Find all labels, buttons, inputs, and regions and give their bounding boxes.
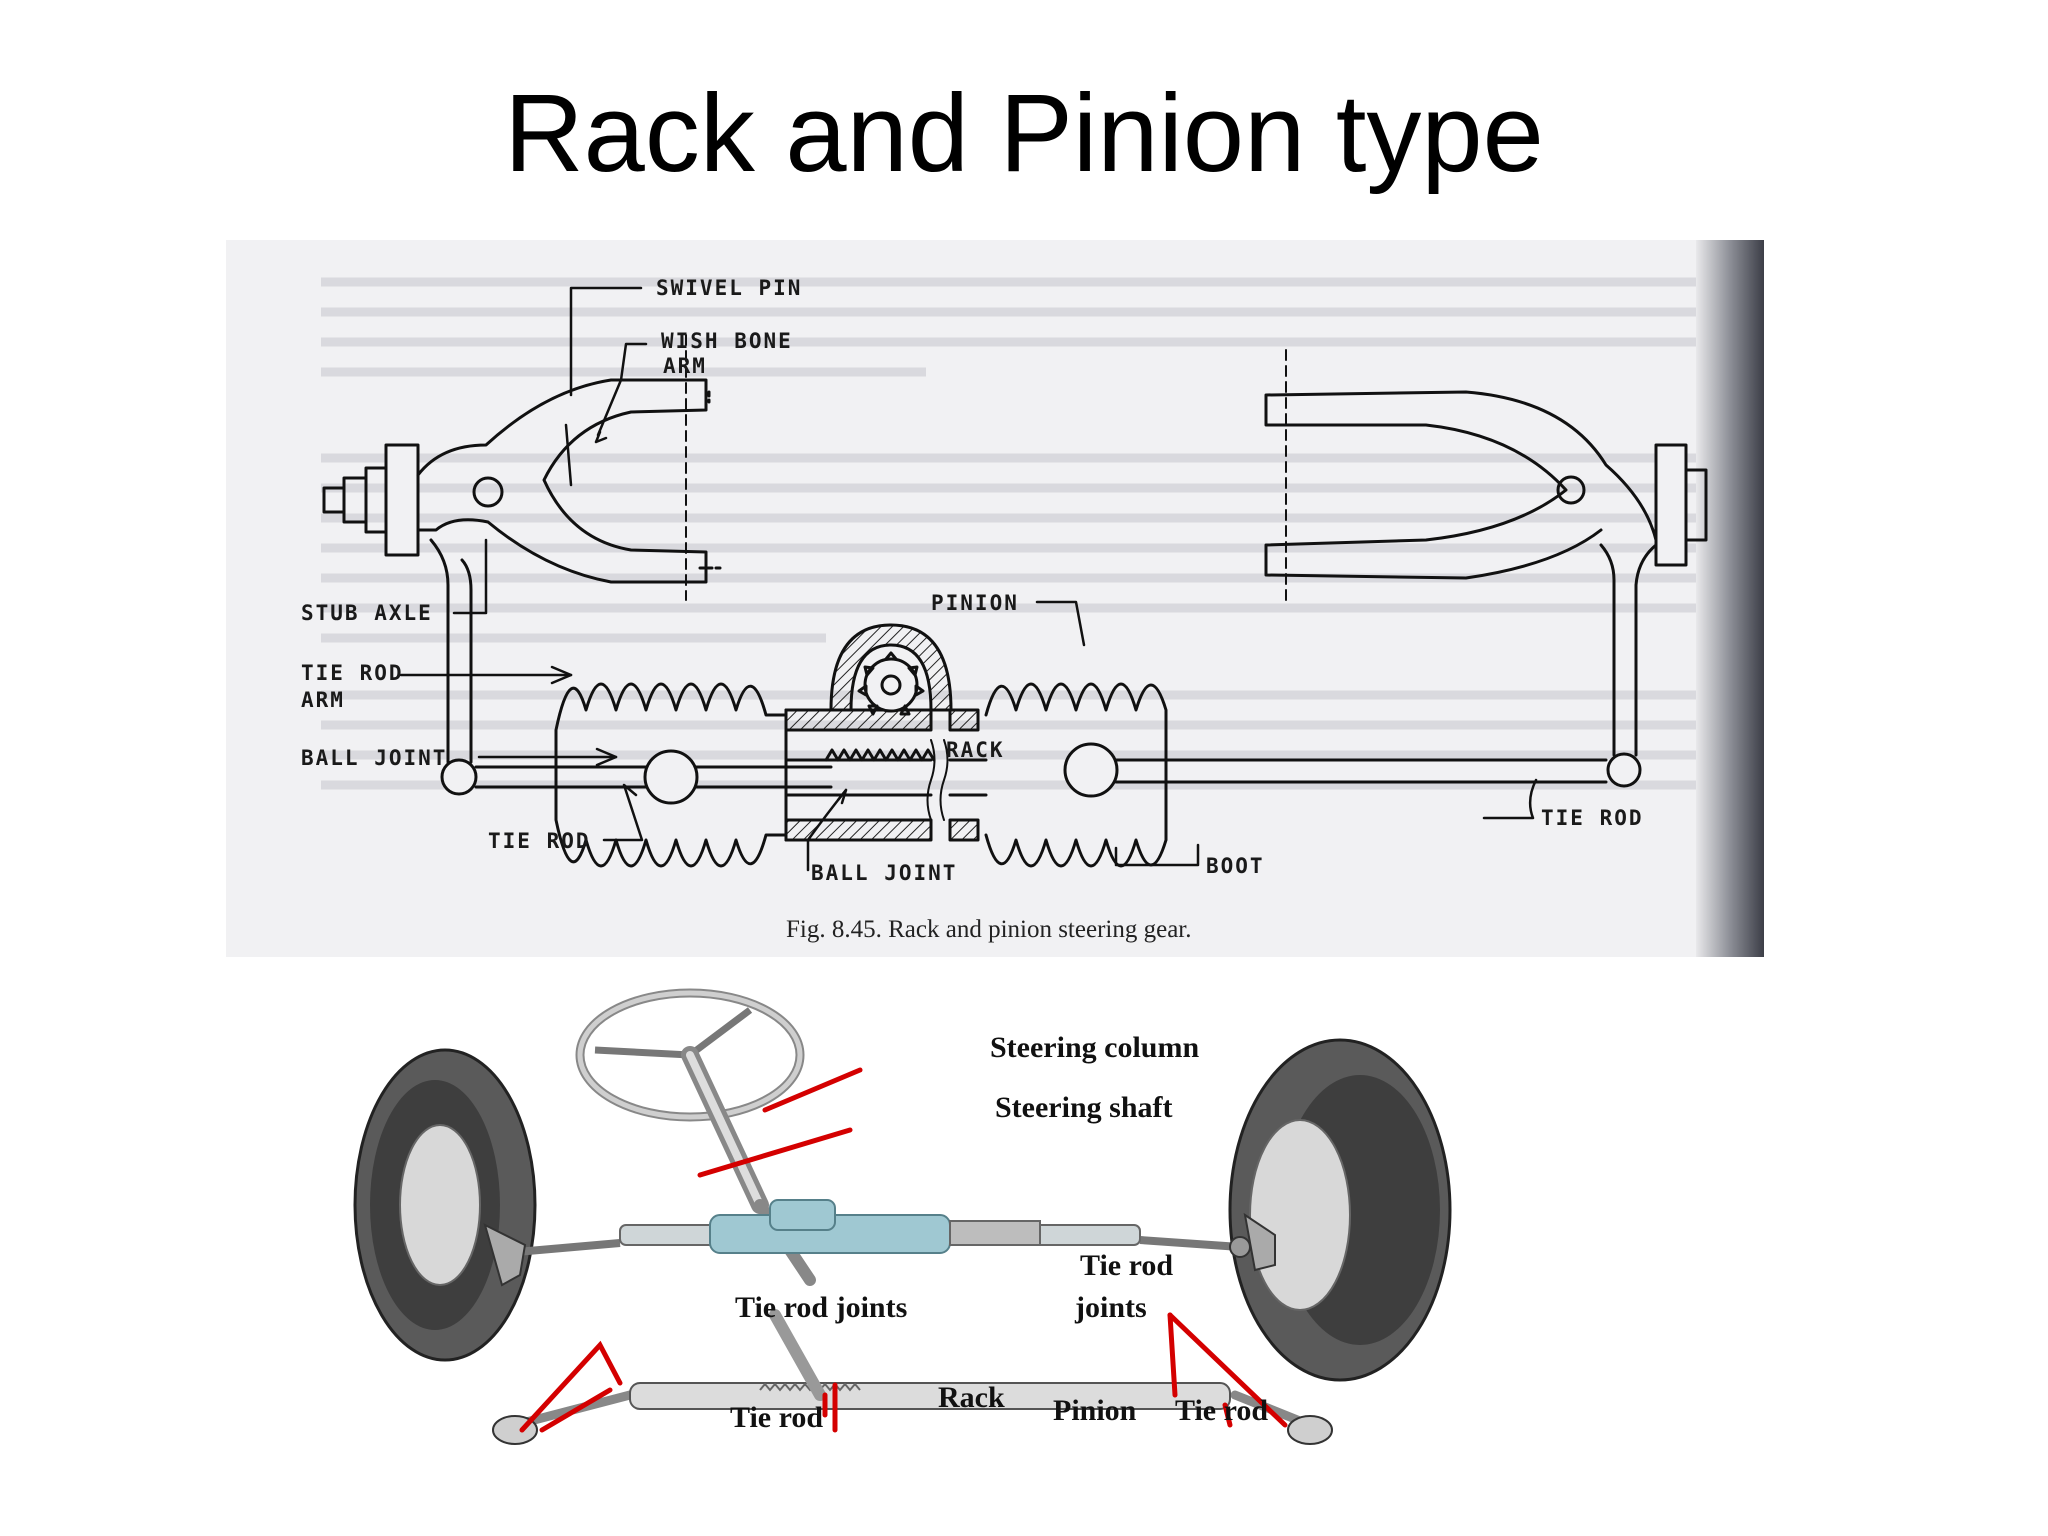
label-tie-rod-left: TIE ROD (488, 829, 591, 853)
right-tie-rod-arm (1599, 543, 1658, 757)
right-outer-ball-joint (1606, 752, 1642, 788)
label-wish-bone-arm-2: ARM (663, 354, 707, 378)
red-leader-lines (519, 1067, 1288, 1433)
label-tie-rod-right: Tie rod (1175, 1394, 1268, 1427)
left-tie-rod-arm (429, 538, 473, 764)
label-tie-rod-arm-1: TIE ROD (301, 661, 404, 685)
label-ball-joint-bottom: BALL JOINT (811, 861, 957, 885)
label-rack: Rack (938, 1381, 1005, 1414)
label-tie-rod-joints-right-2: joints (1074, 1291, 1147, 1324)
upper-rack-assembly (483, 1199, 1276, 1287)
label-ball-joint-left: BALL JOINT (301, 746, 447, 770)
left-stub-axle (322, 443, 420, 557)
label-tie-rod-joints-right-1: Tie rod (1080, 1249, 1173, 1282)
left-wheel (353, 1048, 537, 1362)
left-boot (554, 682, 788, 868)
label-pinion: PINION (931, 591, 1019, 615)
rack-pinion-diagram: SWIVEL PIN WISH BONE ARM STUB AXLE TIE R… (226, 240, 1764, 957)
label-boot: BOOT (1206, 854, 1265, 878)
left-wishbone-arm (416, 378, 708, 584)
label-tie-rod-arm-2: ARM (301, 688, 345, 712)
leader-lines (399, 286, 1538, 872)
label-stub-axle: STUB AXLE (301, 601, 433, 625)
paper-background (226, 240, 1764, 957)
right-boot (984, 682, 1168, 868)
left-swivel-pin (472, 476, 504, 508)
rack-pinion-book-figure: SWIVEL PIN WISH BONE ARM STUB AXLE TIE R… (226, 240, 1764, 957)
steering-assembly-illustration: Steering column Steering shaft Tie rod j… (290, 985, 1780, 1515)
label-tie-rod-right: TIE ROD (1541, 806, 1644, 830)
right-swivel-pin (1556, 475, 1586, 505)
label-steering-column: Steering column (990, 1031, 1199, 1064)
left-outer-ball-joint (440, 758, 478, 796)
label-steering-shaft: Steering shaft (995, 1091, 1172, 1124)
label-pinion: Pinion (1053, 1394, 1137, 1427)
bleed-through-text (321, 277, 1696, 790)
book-spine-shadow (1696, 240, 1764, 957)
label-tie-rod-left: Tie rod (730, 1401, 823, 1434)
right-inner-ball-joint (1063, 742, 1119, 798)
rack-bar (784, 748, 936, 797)
rack-housing-bottom (784, 818, 933, 842)
right-wheel (1228, 1038, 1452, 1382)
right-wishbone-arm (1264, 390, 1658, 580)
label-wish-bone-arm-1: WISH BONE (661, 329, 793, 353)
right-tie-rod (1114, 758, 1608, 784)
right-stub-axle (1654, 443, 1708, 567)
label-rack: RACK (946, 738, 1005, 762)
label-tie-rod-joints-left: Tie rod joints (735, 1291, 907, 1324)
pinion-gear (857, 651, 925, 716)
left-inner-ball-joint (643, 749, 699, 805)
steering-assembly-diagram: Steering column Steering shaft Tie rod j… (290, 985, 1780, 1515)
label-swivel-pin: SWIVEL PIN (656, 276, 802, 300)
slide-title: Rack and Pinion type (504, 72, 1544, 195)
figure-caption: Fig. 8.45. Rack and pinion steering gear… (786, 916, 1191, 943)
